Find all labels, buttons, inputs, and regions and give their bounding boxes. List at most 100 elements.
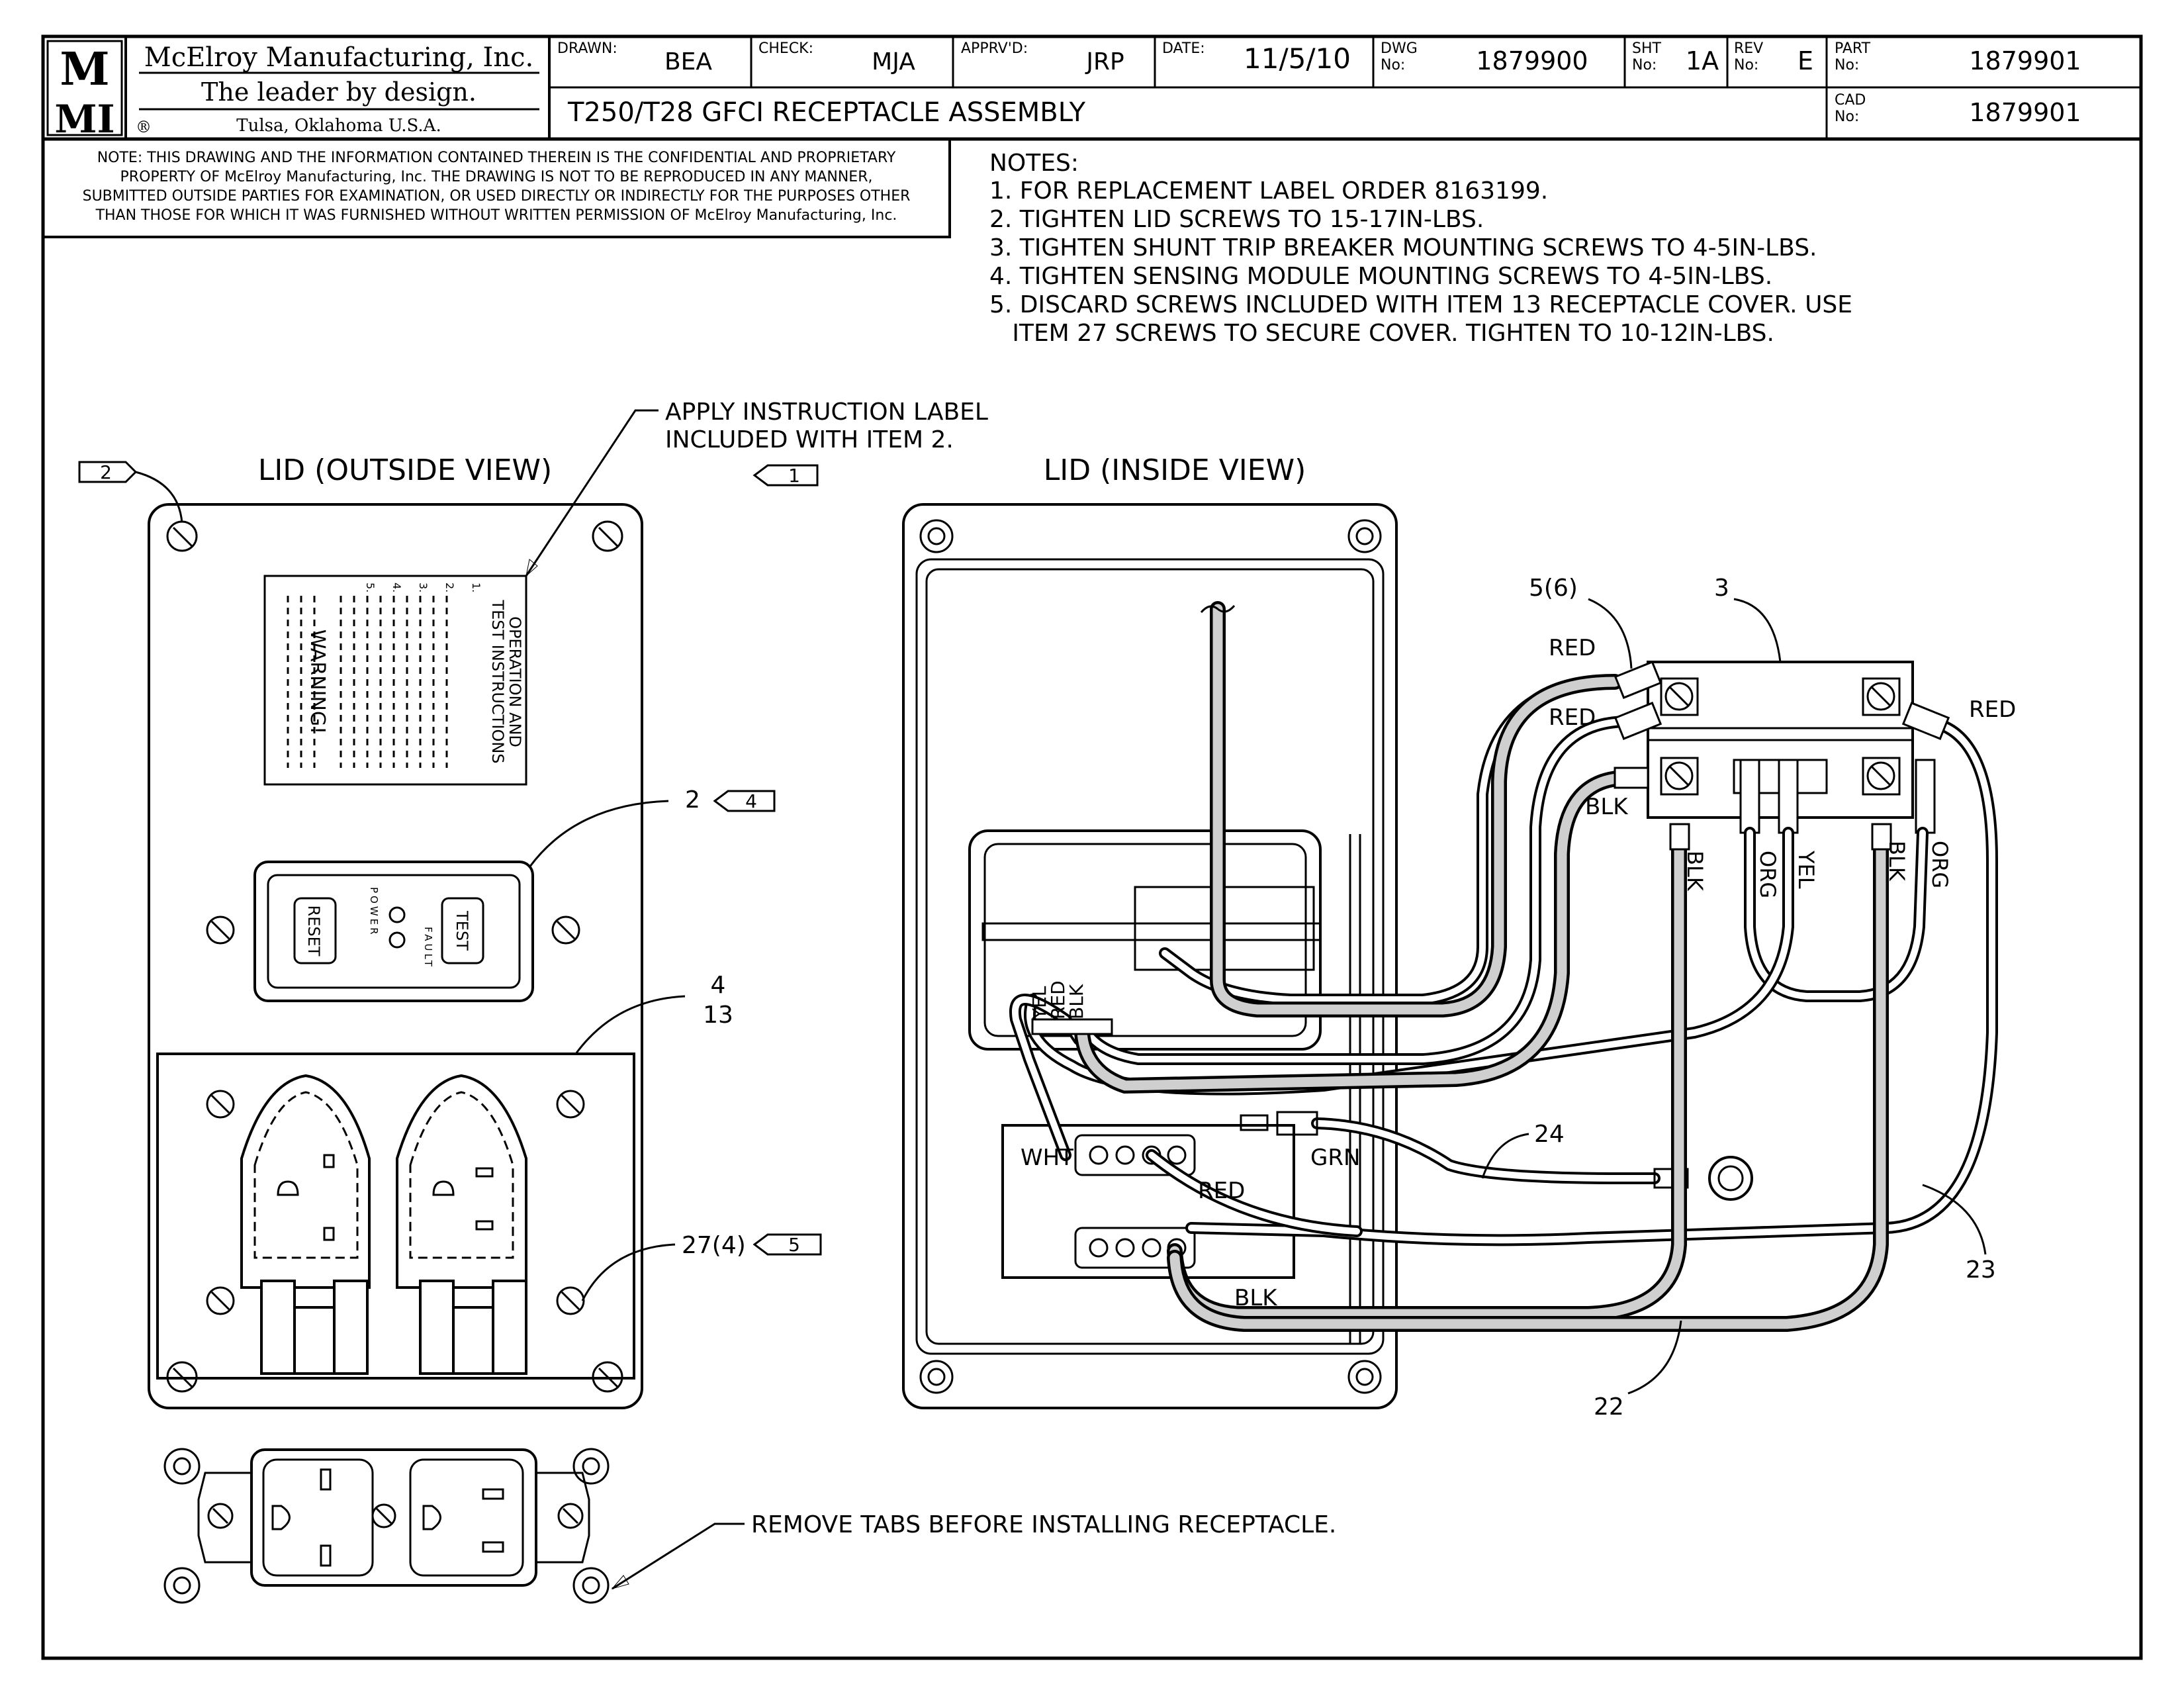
callout-item-24: 24 — [1534, 1121, 1565, 1148]
lid-inside-view: LID (INSIDE VIEW) — [902, 453, 2016, 1421]
gfci-reset-button[interactable] — [293, 897, 337, 964]
gfci-fault-label: FAULT — [422, 927, 434, 969]
note-5: 5. DISCARD SCREWS INCLUDED WITH ITEM 13 … — [989, 291, 1852, 318]
label-warning: WARNING! — [306, 630, 329, 734]
inside-callouts: 5(6) 3 24 23 22 — [1481, 575, 1996, 1421]
lid-outside-view: LID (OUTSIDE VIEW) 2 APPLY INSTRUCTION L… — [78, 399, 1336, 1604]
flag-note-2: 2 — [78, 461, 183, 524]
sheet-border — [41, 34, 2143, 1660]
label-step-1: 1. — [470, 583, 482, 592]
wire-label-org-1: ORG — [1755, 851, 1780, 898]
dwg-label-1: DWG — [1381, 40, 1418, 57]
flag-note-4: 4 — [713, 790, 776, 812]
callout-item-2: 2 — [685, 786, 700, 814]
drawing-title: T250/T28 GFCI RECEPTACLE ASSEMBLY — [567, 97, 1086, 128]
confidential-line-2: PROPERTY OF McElroy Manufacturing, Inc. … — [120, 169, 873, 185]
label-heading-2: TEST INSTRUCTIONS — [488, 599, 507, 763]
label-step-2: 2. — [443, 583, 456, 592]
wire-label-org-2: ORG — [1927, 841, 1952, 888]
lid-screws-inside — [919, 519, 1382, 1394]
ground-ring-terminal — [1708, 1156, 1753, 1201]
cad-label-2: No: — [1835, 109, 1859, 125]
date-value: 11/5/10 — [1244, 42, 1351, 75]
logo-letters: M — [60, 43, 109, 96]
receptacle-cover — [156, 1053, 635, 1380]
wire-labels: RED RED RED BLK RED BLK WHT GRN BLK ORG … — [1021, 635, 2016, 1311]
part-label-2: No: — [1835, 57, 1859, 73]
confidential-line-1: NOTE: THIS DRAWING AND THE INFORMATION C… — [97, 150, 896, 166]
company-location: Tulsa, Oklahoma U.S.A. — [236, 116, 441, 136]
check-label: CHECK: — [758, 40, 813, 57]
note-6: ITEM 27 SCREWS TO SECURE COVER. TIGHTEN … — [989, 320, 1774, 347]
callout-item-5: 5(6) — [1529, 575, 1578, 602]
logo-text: MI — [54, 97, 114, 142]
label-heading-1: OPERATION AND — [506, 616, 524, 747]
duplex-receptacle — [163, 1448, 610, 1604]
wire-label-red-v: RED — [1047, 980, 1069, 1019]
check-value: MJA — [872, 48, 915, 75]
callout-item-4: 4 — [711, 972, 726, 999]
drawn-value: BEA — [664, 48, 712, 75]
label-step-4: 4. — [390, 583, 403, 592]
sht-label-1: SHT — [1632, 40, 1662, 57]
apply-label-leader — [525, 409, 659, 577]
gfci-test-label: TEST — [453, 910, 471, 951]
confidential-note: NOTE: THIS DRAWING AND THE INFORMATION C… — [42, 138, 951, 238]
power-led-icon — [388, 906, 406, 923]
apply-label-line-2: INCLUDED WITH ITEM 2. — [665, 426, 954, 453]
wire-label-grn: GRN — [1310, 1145, 1360, 1171]
label-step-5: 5. — [364, 583, 377, 592]
inside-view-title: LID (INSIDE VIEW) — [1044, 453, 1306, 487]
lid-plate-inside — [902, 503, 1398, 1409]
dwg-label-2: No: — [1381, 57, 1405, 73]
apprvd-label: APPRV'D: — [961, 40, 1028, 57]
gfci-test-button[interactable] — [441, 897, 484, 964]
wire-label-red-1: RED — [1549, 635, 1596, 661]
shunt-trip-breaker — [1647, 661, 1936, 834]
wire-label-blk-1: BLK — [1585, 794, 1629, 820]
outside-view-title: LID (OUTSIDE VIEW) — [258, 453, 552, 487]
wire-label-red-3: RED — [1969, 696, 2016, 723]
drawn-label: DRAWN: — [557, 40, 617, 57]
company-tagline: The leader by design. — [201, 77, 477, 107]
note-4: 4. TIGHTEN SENSING MODULE MOUNTING SCREW… — [989, 263, 1772, 290]
gfci-reset-label: RESET — [304, 906, 323, 957]
sht-label-2: No: — [1632, 57, 1657, 73]
svg-text:4: 4 — [745, 790, 757, 812]
callout-item-22: 22 — [1594, 1393, 1624, 1421]
cad-label-1: CAD — [1835, 92, 1866, 109]
svg-text:2: 2 — [100, 461, 112, 483]
note-1: 1. FOR REPLACEMENT LABEL ORDER 8163199. — [989, 177, 1548, 205]
part-value: 1879901 — [1969, 46, 2081, 75]
callout-item-27: 27(4) — [682, 1232, 746, 1259]
wire-label-yel-2: YEL — [1028, 986, 1050, 1020]
remove-tabs-note: REMOVE TABS BEFORE INSTALLING RECEPTACLE… — [751, 1511, 1336, 1538]
fault-led-icon — [388, 931, 406, 949]
label-step-3: 3. — [417, 583, 430, 592]
company-logo: M MI — [46, 40, 123, 142]
svg-text:5: 5 — [788, 1234, 800, 1256]
lid-plate-outside — [148, 503, 643, 1409]
part-label-1: PART — [1835, 40, 1871, 57]
wire-label-blk-2: BLK — [1682, 851, 1707, 892]
wire-label-red-4: RED — [1198, 1178, 1245, 1204]
gfci-breaker: RESET TEST POWER FAULT — [253, 861, 534, 1002]
sht-value: 1A — [1686, 46, 1719, 75]
rev-label-1: REV — [1734, 40, 1763, 57]
rev-value: E — [1797, 46, 1813, 75]
apprvd-value: JRP — [1085, 48, 1124, 75]
instruction-label: OPERATION AND TEST INSTRUCTIONS 1. 2. 3.… — [263, 575, 527, 786]
gfci-power-label: POWER — [368, 887, 380, 937]
gfci-mount-screws — [206, 915, 580, 945]
wire-label-blk-5: BLK — [1066, 984, 1087, 1019]
wire-label-blk-3: BLK — [1884, 841, 1909, 882]
general-notes: NOTES: 1. FOR REPLACEMENT LABEL ORDER 81… — [989, 150, 1852, 347]
note-3: 3. TIGHTEN SHUNT TRIP BREAKER MOUNTING S… — [989, 234, 1817, 261]
flag-note-1: 1 — [752, 464, 819, 487]
wire-terminals — [1031, 661, 1950, 1035]
wire-label-wht: WHT — [1021, 1145, 1073, 1171]
callout-item-13: 13 — [703, 1002, 733, 1029]
cable-bundles — [1074, 601, 1889, 1332]
confidential-line-4: THAN THOSE FOR WHICH IT WAS FURNISHED WI… — [95, 207, 897, 224]
